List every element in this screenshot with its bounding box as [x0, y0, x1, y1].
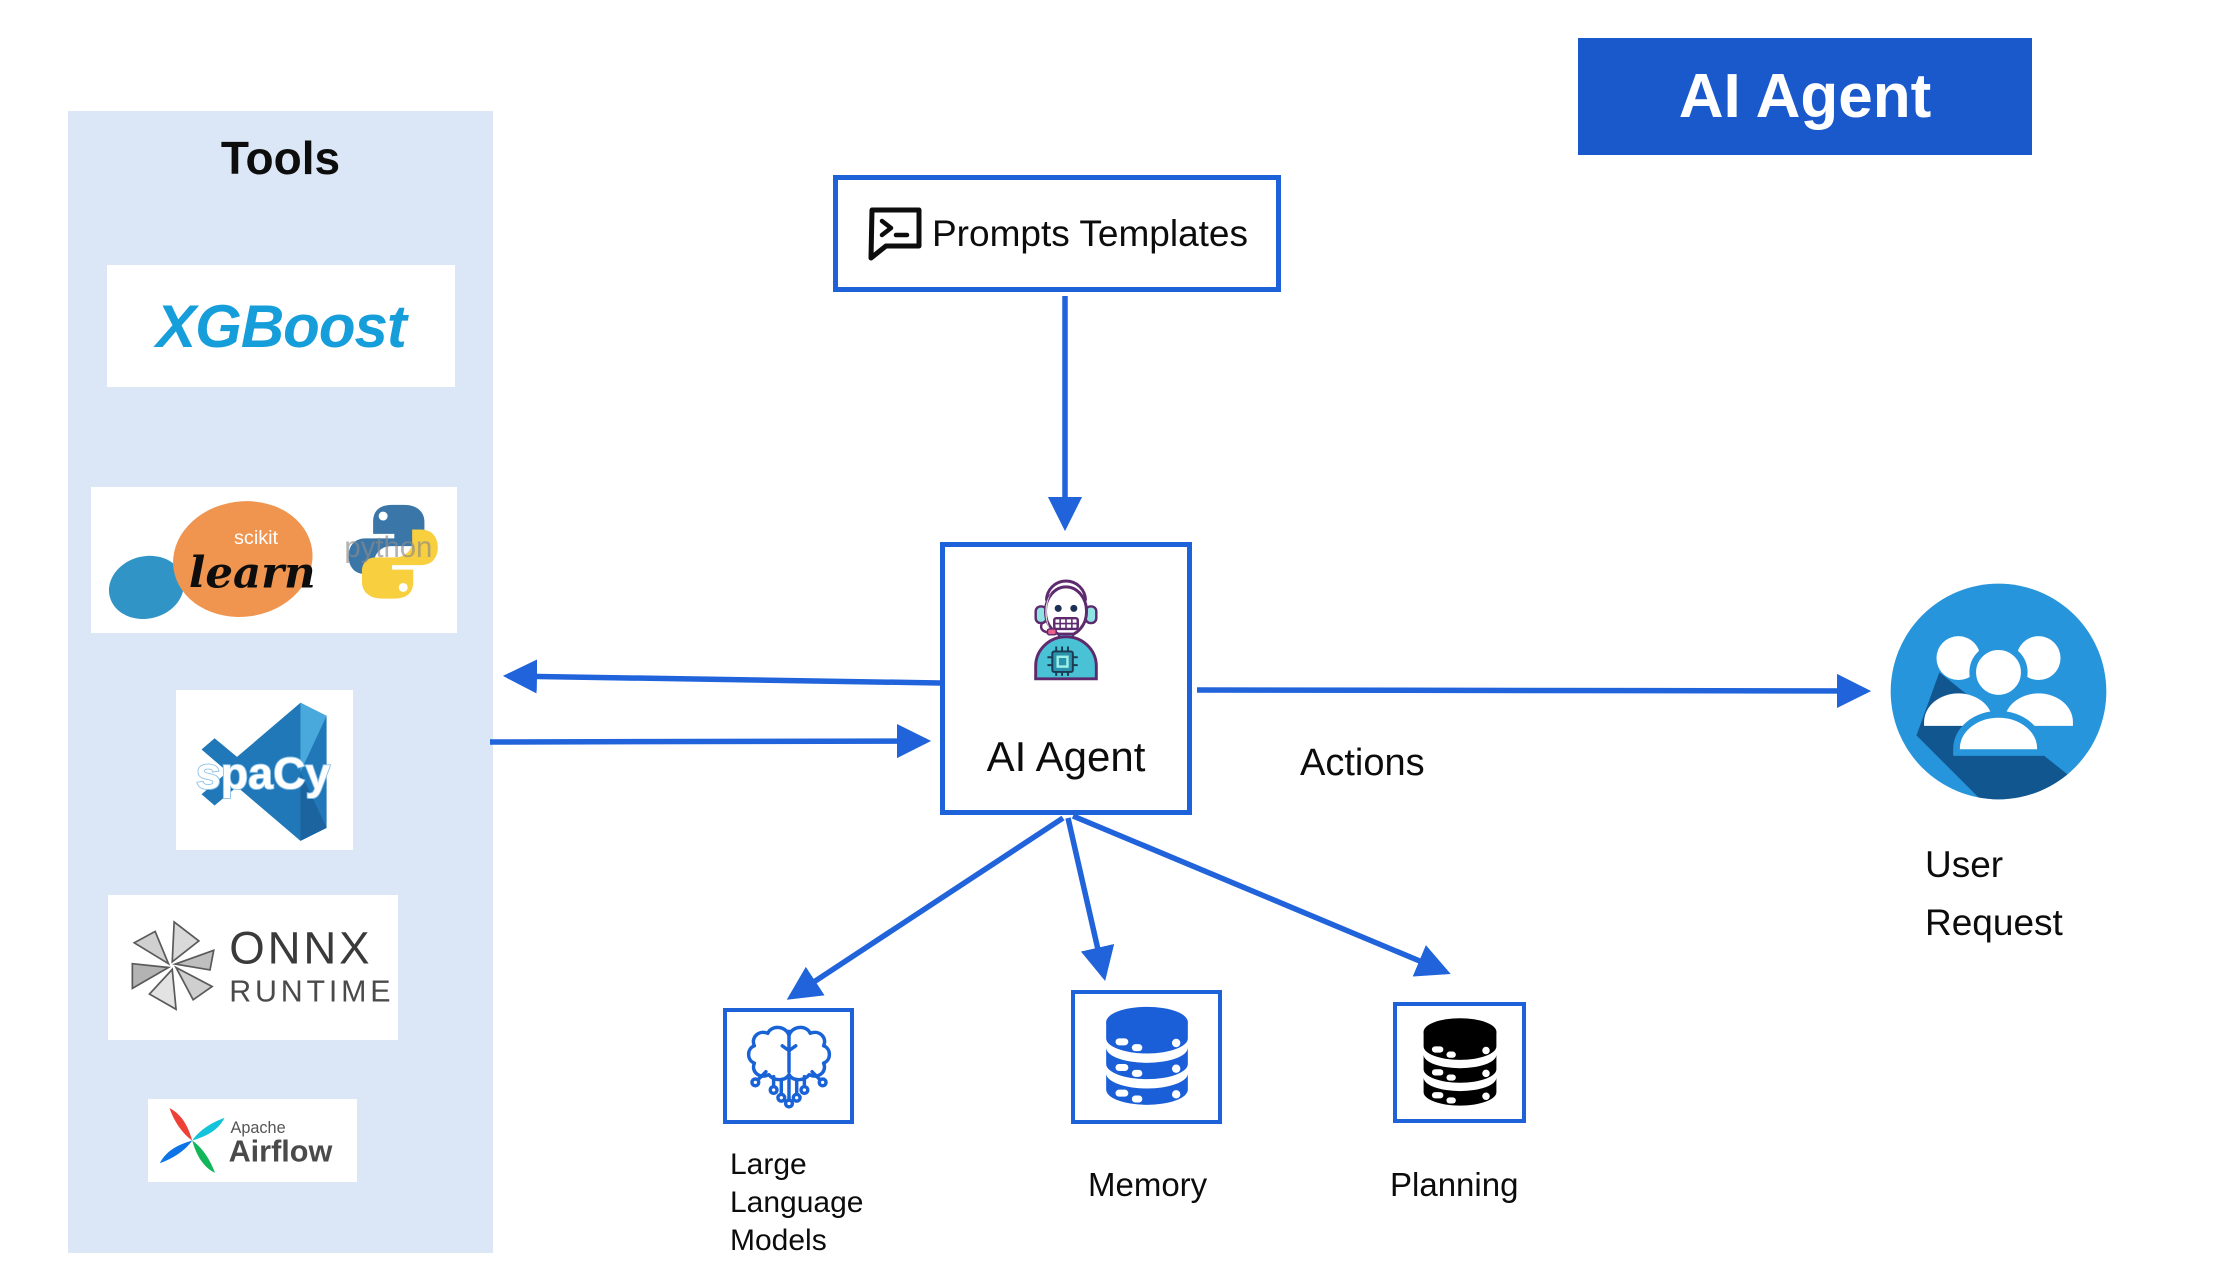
terminal-chat-bubble-icon [868, 207, 922, 260]
tool-card-xgboost: XGBoost [107, 265, 455, 387]
tool-card-apache-airflow: Apache Airflow [148, 1099, 357, 1182]
title-banner: AI Agent [1578, 38, 2032, 155]
tool-card-spacy: spaCy [176, 690, 353, 850]
edge-agent-to-memory [1065, 817, 1115, 981]
python-logo [348, 504, 438, 599]
sklearn-scikit-text: scikit [234, 527, 279, 549]
xgboost-logo: XGBoost [156, 292, 407, 360]
large-language-models-node [723, 1008, 854, 1124]
database-icon [1423, 1017, 1496, 1106]
sklearn-blue-blob [108, 555, 184, 620]
database-icon [1105, 1006, 1188, 1105]
edge-agent-to-user-actions [1196, 673, 1872, 709]
runtime-text: RUNTIME [229, 975, 392, 1009]
spacy-wordmark: spaCy [195, 749, 330, 799]
airflow-text: Airflow [229, 1135, 333, 1169]
spacy-chevron [201, 702, 327, 841]
llm-label-line2: Language [730, 1186, 864, 1219]
edge-agent-to-llm [786, 815, 1065, 1000]
brain-circuit-icon [746, 1025, 831, 1109]
llm-label-line1: Large [730, 1148, 807, 1181]
memory-label: Memory [1088, 1166, 1208, 1203]
airflow-logo: Apache Airflow [159, 1108, 333, 1173]
onnx-text: ONNX [229, 923, 372, 974]
user-request-label: User Request [1925, 836, 2063, 952]
spacy-logo: spaCy [194, 702, 331, 841]
sidebar-title: Tools [220, 132, 341, 184]
robot-assistant-icon [1034, 579, 1098, 681]
edge-tools-to-agent [489, 724, 932, 759]
llm-label-line3: Models [730, 1224, 827, 1257]
memory-node [1071, 990, 1222, 1124]
sklearn-learn-text: learn [189, 547, 316, 598]
airflow-pinwheel [159, 1108, 225, 1173]
title-banner-text: AI Agent [1678, 62, 1932, 131]
scikit-learn-python-logo: scikit learn python [108, 501, 438, 620]
user-label-line2: Request [1925, 902, 2063, 943]
edge-agent-to-planning [1071, 813, 1451, 977]
user-label-line1: User [1925, 844, 2004, 885]
onnx-pinwheel [131, 920, 215, 1011]
tool-card-onnx-runtime: ONNX RUNTIME [108, 895, 398, 1040]
tool-card-scikit-learn-python: scikit learn python [91, 487, 457, 633]
apache-text: Apache [230, 1119, 285, 1137]
planning-node [1393, 1002, 1526, 1123]
python-wordmark: python [344, 531, 432, 564]
actions-edge-label: Actions [1300, 742, 1425, 784]
prompts-templates-label: Prompts Templates [932, 212, 1248, 254]
planning-label: Planning [1390, 1166, 1519, 1203]
onnx-runtime-logo: ONNX RUNTIME [131, 920, 392, 1011]
spacy-facet-bottom [299, 771, 327, 841]
prompts-templates-node: Prompts Templates [833, 175, 1281, 292]
sklearn-orange-blob [173, 501, 313, 617]
spacy-facet-top [299, 702, 327, 772]
ai-agent-node: AI Agent [940, 542, 1192, 815]
user-group-icon [1890, 583, 2107, 800]
llm-label: Large Language Models [730, 1146, 863, 1260]
edge-agent-to-tools [502, 659, 941, 694]
ai-agent-label: AI Agent [986, 733, 1146, 780]
